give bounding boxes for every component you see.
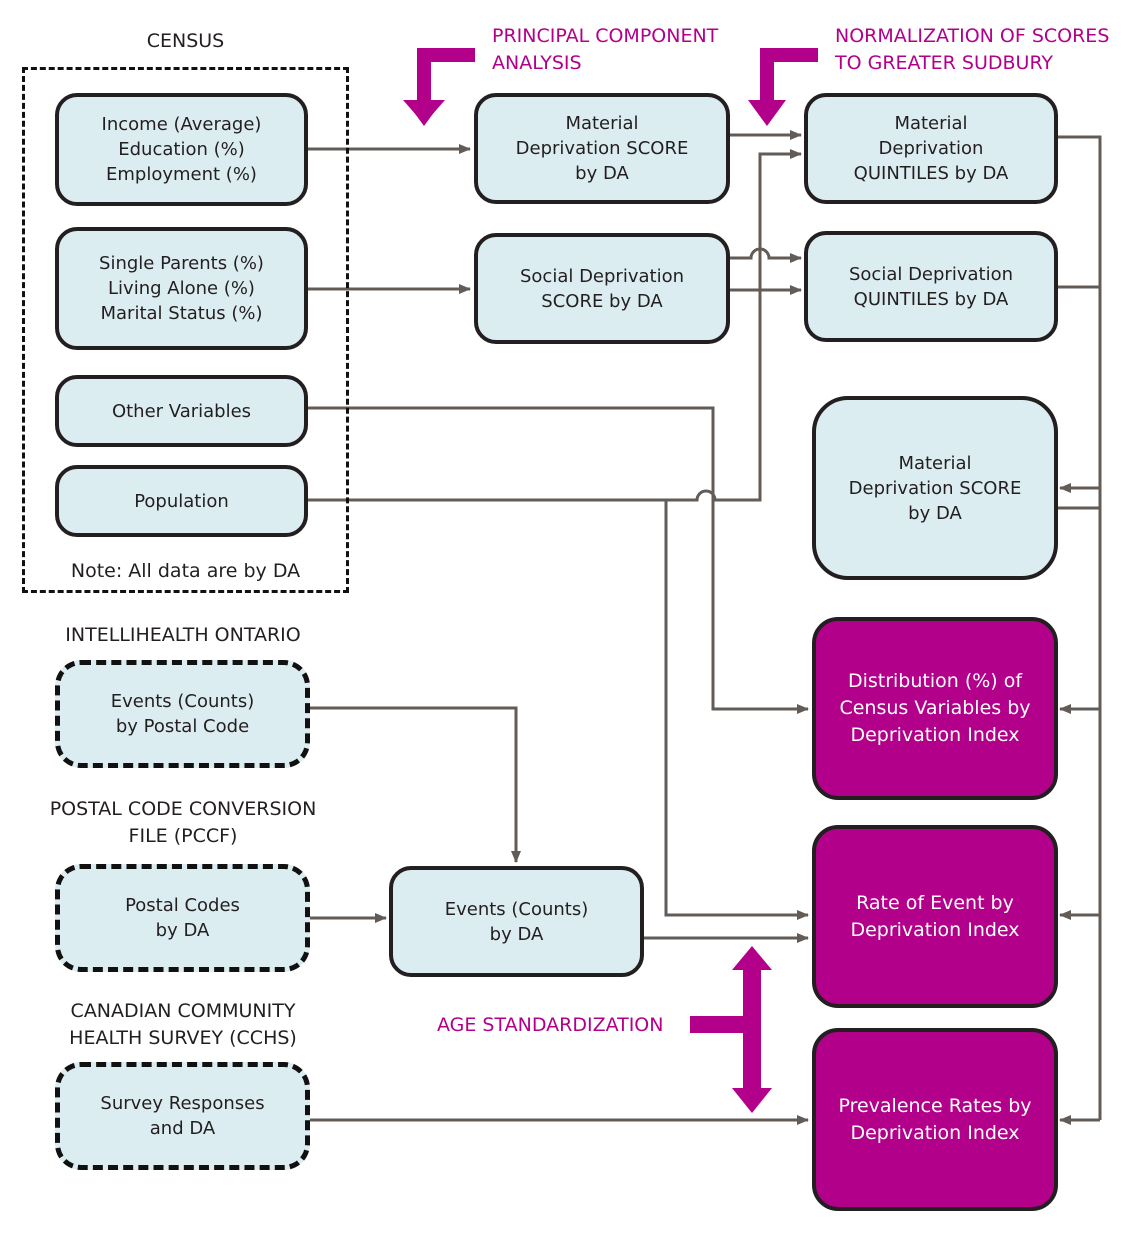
box-line: Deprivation bbox=[878, 138, 984, 159]
box-line: Material bbox=[894, 113, 968, 134]
box-line: by DA bbox=[155, 920, 210, 941]
box-line: Rate of Event by bbox=[856, 891, 1014, 914]
rate-of-event-box: Rate of Event by Deprivation Index bbox=[812, 825, 1058, 1008]
box-line: Living Alone (%) bbox=[108, 278, 255, 299]
box-line: Employment (%) bbox=[106, 164, 257, 185]
pca-label-line2: ANALYSIS bbox=[492, 52, 582, 74]
pccf-header-line2: FILE (PCCF) bbox=[128, 825, 238, 847]
box-line: by DA bbox=[489, 923, 544, 945]
pca-arrow-shape bbox=[405, 48, 475, 126]
age-standardization-label: AGE STANDARDIZATION bbox=[437, 1014, 664, 1036]
arrow-other-to-distribution bbox=[308, 406, 809, 714]
box-line: Education (%) bbox=[118, 139, 245, 160]
arrow-events-pc-to-events-da bbox=[310, 706, 521, 863]
arrow-population-to-rate bbox=[664, 500, 809, 920]
box-line: Deprivation SCORE bbox=[515, 138, 689, 159]
box-line: Population bbox=[134, 490, 229, 512]
box-line: Material bbox=[565, 113, 639, 134]
box-line: and DA bbox=[149, 1118, 216, 1139]
box-line: Census Variables by bbox=[839, 697, 1031, 719]
box-line: Income (Average) bbox=[101, 114, 262, 135]
events-by-da-box: Events (Counts) by DA bbox=[389, 866, 644, 977]
box-line: Other Variables bbox=[111, 400, 252, 422]
population-box: Population bbox=[55, 465, 308, 537]
age-double-arrow-icon bbox=[732, 946, 772, 1113]
cchs-header-line1: CANADIAN COMMUNITY bbox=[70, 1000, 296, 1022]
events-by-postal-code-box: Events (Counts) by Postal Code bbox=[55, 660, 310, 768]
box-line: Social Deprivation bbox=[519, 265, 684, 287]
normalization-label-line1: NORMALIZATION OF SCORES bbox=[835, 25, 1110, 47]
box-line: Prevalence Rates by bbox=[838, 1094, 1032, 1117]
right-bus-line bbox=[1058, 135, 1102, 1120]
income-education-employment-box: Income (Average) Education (%) Employmen… bbox=[55, 93, 308, 206]
box-line: Survey Responses bbox=[100, 1093, 265, 1114]
postal-codes-by-da-box: Postal Codes by DA bbox=[55, 864, 310, 972]
box-line: Deprivation SCORE bbox=[848, 477, 1022, 499]
census-header: CENSUS bbox=[146, 30, 225, 52]
other-variables-box: Other Variables bbox=[55, 375, 308, 447]
box-line: Social Deprivation bbox=[848, 263, 1013, 285]
survey-responses-box: Survey Responses and DA bbox=[55, 1062, 310, 1170]
census-note: Note: All data are by DA bbox=[70, 560, 301, 582]
box-line: Deprivation Index bbox=[850, 918, 1020, 941]
pccf-header-line1: POSTAL CODE CONVERSION bbox=[49, 798, 317, 820]
pca-label-line1: PRINCIPAL COMPONENT bbox=[492, 25, 719, 47]
box-line: by Postal Code bbox=[115, 716, 250, 737]
normalization-label-line2: TO GREATER SUDBURY bbox=[835, 52, 1054, 74]
box-line: Marital Status (%) bbox=[100, 303, 263, 324]
social-deprivation-score-box: Social Deprivation SCORE by DA bbox=[474, 233, 730, 344]
normalization-arrow-icon bbox=[748, 48, 818, 126]
cchs-header-line2: HEALTH SURVEY (CCHS) bbox=[69, 1027, 297, 1049]
box-line: Deprivation Index bbox=[850, 1121, 1020, 1144]
age-arrow-stem-icon bbox=[690, 1016, 743, 1033]
material-deprivation-score-box: Material Deprivation SCORE by DA bbox=[474, 93, 730, 204]
box-line: SCORE by DA bbox=[541, 290, 663, 312]
box-line: Distribution (%) of bbox=[847, 670, 1023, 692]
box-line: QUINTILES by DA bbox=[853, 163, 1009, 184]
box-line: Postal Codes bbox=[125, 895, 240, 916]
box-line: Events (Counts) bbox=[110, 691, 255, 712]
arrow-population-to-quintiles bbox=[308, 149, 802, 502]
distribution-census-variables-box: Distribution (%) of Census Variables by … bbox=[812, 617, 1058, 800]
material-deprivation-score-box-2: Material Deprivation SCORE by DA bbox=[812, 396, 1058, 580]
arrow-social-score-to-quintiles-upper bbox=[730, 247, 802, 263]
social-deprivation-quintiles-box: Social Deprivation QUINTILES by DA bbox=[804, 231, 1058, 342]
box-line: Events (Counts) bbox=[444, 898, 589, 920]
material-deprivation-quintiles-box: Material Deprivation QUINTILES by DA bbox=[804, 93, 1058, 204]
box-line: by DA bbox=[908, 502, 962, 524]
single-parents-box: Single Parents (%) Living Alone (%) Mari… bbox=[55, 227, 308, 350]
intellihealth-header: INTELLIHEALTH ONTARIO bbox=[65, 624, 301, 646]
census-group-frame bbox=[22, 67, 349, 593]
box-line: Single Parents (%) bbox=[99, 253, 264, 274]
box-line: Deprivation Index bbox=[850, 724, 1020, 746]
box-line: QUINTILES by DA bbox=[853, 288, 1009, 310]
box-line: Material bbox=[898, 452, 972, 474]
box-line: by DA bbox=[575, 163, 629, 184]
prevalence-rates-box: Prevalence Rates by Deprivation Index bbox=[812, 1028, 1058, 1211]
